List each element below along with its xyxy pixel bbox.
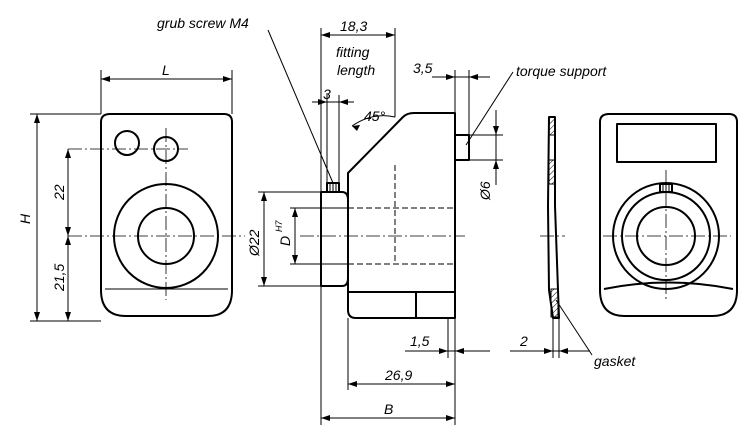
grub-screw-callout: grub screw M4 xyxy=(157,15,334,184)
dim-3-5: 3,5 xyxy=(413,60,490,135)
rear-display-window xyxy=(616,123,717,163)
dim-26-9: 26,9 xyxy=(347,318,456,390)
side-flange xyxy=(320,191,349,287)
gasket-view xyxy=(540,116,565,319)
front-body-outline xyxy=(100,113,233,317)
dim-18-3-label: 18,3 xyxy=(340,18,367,34)
dim-18-3: 18,3 fitting length xyxy=(320,18,396,192)
dim-1-5: 1,5 xyxy=(405,318,490,358)
dim-H7-label: H7 xyxy=(274,220,284,232)
dim-d22-label: Ø22 xyxy=(246,229,262,257)
gasket-hatch-mid xyxy=(548,159,556,185)
gasket-outline xyxy=(547,116,560,319)
front-small-hole xyxy=(114,130,140,156)
gasket-hatch-top xyxy=(548,116,556,136)
dim-3-label: 3 xyxy=(323,86,331,102)
front-view xyxy=(68,113,245,317)
side-lower-step xyxy=(348,291,455,318)
dim-d6-label: Ø6 xyxy=(477,181,493,201)
dim-D-H7: D H7 xyxy=(274,207,348,265)
dim-21-5-label: 21,5 xyxy=(51,264,67,292)
dim-L-label: L xyxy=(162,62,170,78)
torque-support-callout: torque support xyxy=(465,63,607,146)
dim-2-label: 2 xyxy=(519,333,528,349)
dim-B-label: B xyxy=(384,401,393,417)
gasket-label: gasket xyxy=(594,353,636,369)
dim-d22: Ø22 xyxy=(246,191,321,287)
angle-45: 45° xyxy=(351,108,396,131)
side-view xyxy=(300,112,470,319)
torque-support-label: torque support xyxy=(516,63,607,79)
dim-22-label: 22 xyxy=(51,184,67,201)
dim-1-5-label: 1,5 xyxy=(410,333,430,349)
dim-d6: Ø6 xyxy=(469,110,503,201)
side-main-body xyxy=(347,112,456,319)
gasket-callout: gasket xyxy=(555,299,636,369)
dim-H-label: H xyxy=(17,213,33,224)
dim-3: 3 xyxy=(312,86,354,183)
grub-screw-label: grub screw M4 xyxy=(157,15,249,31)
fitting-length-line1: fitting xyxy=(336,44,370,60)
torque-support-pin xyxy=(455,134,470,161)
dim-L: L xyxy=(100,62,233,114)
dim-22-and-21-5: 22 21,5 xyxy=(51,149,101,322)
dim-D-label: D xyxy=(277,236,293,246)
rear-view xyxy=(599,113,738,317)
gasket-hatch-bottom xyxy=(550,288,559,318)
dim-26-9-label: 26,9 xyxy=(384,367,412,383)
angle-45-label: 45° xyxy=(364,108,386,124)
fitting-length-line2: length xyxy=(337,62,375,78)
dim-B: B xyxy=(320,286,456,425)
rear-body-outline xyxy=(599,113,738,317)
rear-bottom-arc xyxy=(603,281,734,290)
dim-3-5-label: 3,5 xyxy=(413,60,433,76)
dim-2: 2 xyxy=(510,318,590,358)
